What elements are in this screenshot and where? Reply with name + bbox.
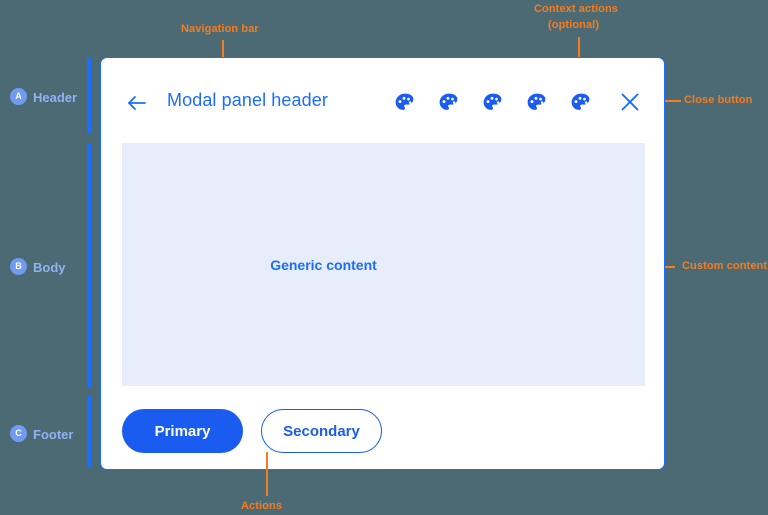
primary-button[interactable]: Primary (122, 409, 243, 453)
modal-title: Modal panel header (167, 90, 328, 110)
spec-bracket-body (87, 143, 91, 388)
palette-icon[interactable] (481, 91, 505, 115)
modal-header: Modal panel header (101, 58, 664, 144)
spec-label-body: Body (33, 260, 66, 275)
close-icon[interactable] (619, 91, 641, 113)
modal-body-content-area: Generic content (122, 143, 645, 386)
annotation-context-actions-line1: Context actions (534, 3, 619, 15)
secondary-button[interactable]: Secondary (261, 409, 382, 453)
annotation-line-actions (266, 452, 268, 496)
generic-content-placeholder: Generic content (122, 143, 645, 386)
annotation-actions: Actions (241, 500, 283, 512)
modal-footer: Primary Secondary (122, 409, 382, 453)
spec-label-footer: Footer (33, 427, 74, 442)
palette-icon[interactable] (525, 91, 549, 115)
spec-badge-a: A (10, 88, 27, 105)
generic-content-label: Generic content (270, 256, 377, 273)
palette-icon[interactable] (437, 91, 461, 115)
spec-label-header: Header (33, 90, 78, 105)
palette-icon[interactable] (393, 91, 417, 115)
palette-icon[interactable] (569, 91, 593, 115)
annotation-close-button: Close button (684, 94, 753, 106)
spec-badge-b: B (10, 258, 27, 275)
back-arrow-icon[interactable] (125, 91, 149, 115)
modal-panel: Modal panel header (100, 57, 665, 470)
spec-badge-c: C (10, 425, 27, 442)
annotation-context-actions-line2: (optional) (548, 19, 600, 31)
spec-bracket-footer (87, 396, 91, 468)
annotation-custom-content: Custom content (682, 260, 768, 272)
context-actions-group (393, 91, 593, 115)
annotation-navigation-bar: Navigation bar (181, 23, 259, 35)
spec-bracket-header (87, 58, 91, 133)
